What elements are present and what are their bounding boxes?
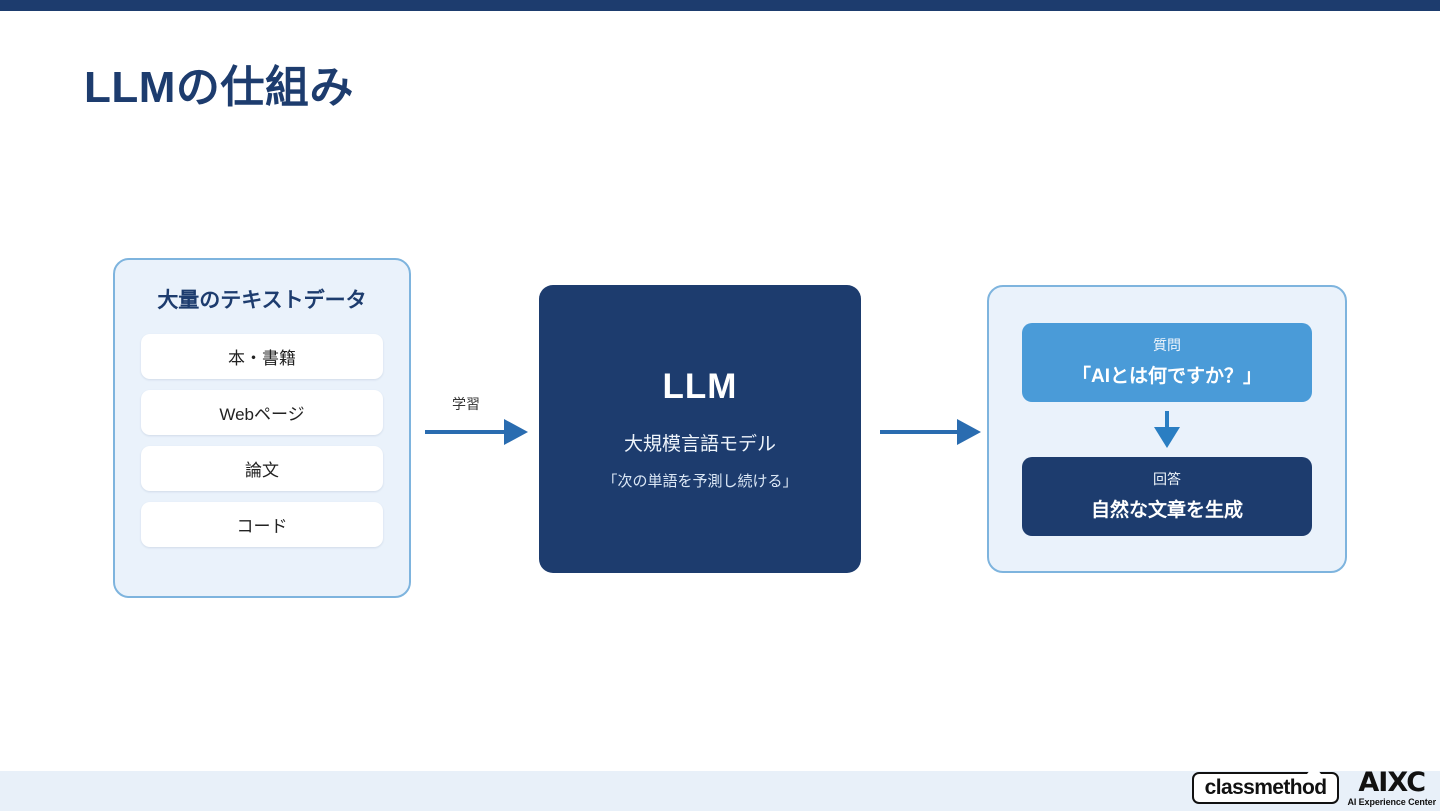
answer-arrow-icon [880, 419, 981, 445]
learn-arrow-label: 学習 [452, 396, 480, 412]
classmethod-logo-text: classmethod [1204, 776, 1327, 799]
answer-text: 自然な文章を生成 [1090, 499, 1243, 521]
llm-box: LLM 大規模言語モデル 「次の単語を予測し続ける」 [539, 285, 861, 573]
list-item: 本・書籍 [141, 334, 383, 379]
list-item: Webページ [141, 390, 383, 435]
footer-logos: classmethod AIXC AI Experience Center [1191, 765, 1436, 807]
training-data-list: 本・書籍 Webページ 論文 コード [141, 334, 383, 547]
arrow-head [957, 419, 981, 445]
question-kicker: 質問 [1153, 336, 1181, 353]
list-item: コード [141, 502, 383, 547]
llm-title: LLM [662, 367, 738, 406]
question-text: 「AIとは何ですか？」 [1071, 365, 1262, 387]
training-data-card: 大量のテキストデータ 本・書籍 Webページ 論文 コード [113, 258, 411, 598]
qa-card: 質問 「AIとは何ですか？」 回答 自然な文章を生成 [987, 285, 1347, 573]
answer-block: 回答 自然な文章を生成 [1022, 456, 1312, 536]
list-item: 論文 [141, 446, 383, 491]
arrow-shaft [425, 430, 505, 434]
training-data-card-title: 大量のテキストデータ [157, 289, 367, 312]
qa-down-arrow-icon [1154, 410, 1180, 448]
top-accent-bar [0, 0, 1440, 11]
arrow-shaft [880, 430, 958, 434]
arrow-shaft [1165, 410, 1169, 428]
aixc-logo-mark: AIXC [1358, 767, 1426, 798]
question-block: 質問 「AIとは何ですか？」 [1022, 322, 1312, 402]
llm-caption: 「次の単語を予測し続ける」 [602, 473, 798, 490]
aixc-logo-subtitle: AI Experience Center [1347, 797, 1436, 807]
learn-arrow-icon [425, 419, 528, 445]
arrow-head [504, 419, 528, 445]
arrow-head [1154, 426, 1180, 448]
page-title: LLMの仕組み [84, 63, 354, 112]
answer-kicker: 回答 [1153, 470, 1181, 487]
classmethod-logo-icon: classmethod [1191, 765, 1340, 804]
llm-subtitle: 大規模言語モデル [623, 434, 776, 455]
aixc-logo-icon: AIXC AI Experience Center [1347, 769, 1436, 807]
